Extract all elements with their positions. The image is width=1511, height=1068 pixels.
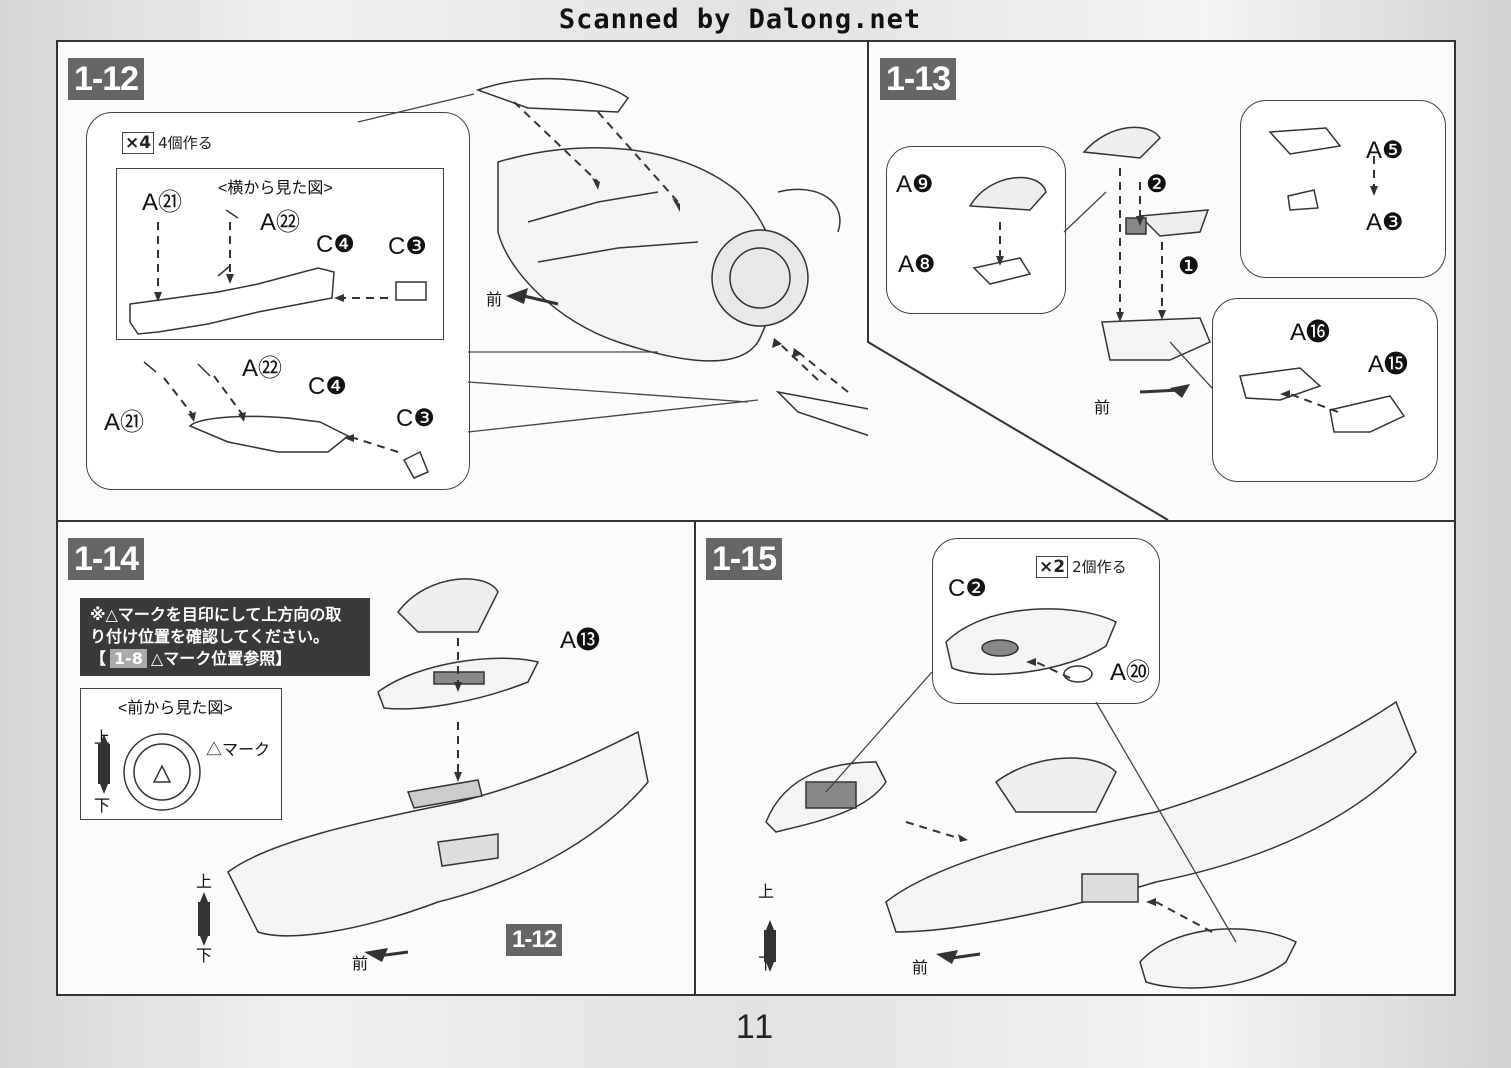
step-number: 1-13 xyxy=(880,58,957,100)
mark-label: △マーク xyxy=(206,742,271,759)
reference-step: 1-8 xyxy=(110,649,147,668)
part-label: A㉒ xyxy=(260,209,301,236)
front-direction: 前 xyxy=(912,960,929,977)
part-label: A⓭ xyxy=(560,627,601,654)
up-label: 上 xyxy=(758,884,775,901)
side-view-title: <横から見た図> xyxy=(218,180,333,197)
detail-bubble xyxy=(1212,298,1438,482)
step-1-13-drawing xyxy=(968,126,1406,433)
side-view-box xyxy=(116,168,444,340)
up-label: 上 xyxy=(196,874,213,891)
down-label: 下 xyxy=(196,948,213,965)
row-divider xyxy=(58,520,1454,522)
part-label: C❹ xyxy=(316,231,355,258)
step-number: 1-12 xyxy=(68,58,145,100)
part-label: A㉑ xyxy=(104,409,145,436)
part-label: C❷ xyxy=(948,575,987,602)
part-label: C❸ xyxy=(396,405,435,432)
part-label: C❸ xyxy=(388,233,427,260)
detail-bubble xyxy=(932,538,1160,704)
part-label: A⑳ xyxy=(1110,659,1151,686)
part-label: A❺ xyxy=(1366,137,1404,164)
note-line: り付け位置を確認してください。 xyxy=(90,627,330,646)
detail-bubble xyxy=(1240,100,1446,278)
note-line: ※△マークを目印にして上方向の取 xyxy=(90,605,342,624)
step-divider xyxy=(867,42,1169,521)
order-number: ❶ xyxy=(1178,253,1200,280)
step-1-13-panel: 1-13 A❾ A❽ A❺ A❸ A⓰ A⓯ ❷ ❶ 前 xyxy=(870,42,1454,520)
multiplier-badge: ×2 xyxy=(1036,556,1069,578)
step-1-15-drawing xyxy=(764,608,1417,989)
step-1-14-drawing xyxy=(98,578,649,962)
front-direction: 前 xyxy=(486,292,503,309)
down-label: 下 xyxy=(94,798,111,815)
reference-step-badge: 1-12 xyxy=(506,924,563,956)
step-number: 1-15 xyxy=(706,538,783,580)
column-divider xyxy=(694,522,696,994)
order-number: ❷ xyxy=(1146,171,1168,198)
caution-note: ※△マークを目印にして上方向の取 り付け位置を確認してください。 【1-8△マー… xyxy=(80,598,370,676)
part-label: A⓰ xyxy=(1290,319,1331,346)
step-number: 1-14 xyxy=(68,538,145,580)
part-label: A㉑ xyxy=(142,189,183,216)
front-direction: 前 xyxy=(352,956,369,973)
front-view-title: <前から見た図> xyxy=(118,700,233,717)
part-label: A㉒ xyxy=(242,355,283,382)
multiplier-text: 4個作る xyxy=(158,134,213,152)
front-direction: 前 xyxy=(1094,400,1111,417)
page-number: 11 xyxy=(735,1008,776,1046)
step-1-14-panel: 1-14 ※△マークを目印にして上方向の取 り付け位置を確認してください。 【1… xyxy=(58,522,694,994)
part-label: A⓯ xyxy=(1368,351,1409,378)
multiplier-badge: ×4 xyxy=(122,132,155,154)
detail-bubble xyxy=(886,146,1066,314)
part-label: A❸ xyxy=(1366,209,1404,236)
part-label: A❾ xyxy=(896,171,934,198)
note-reference: 【1-8△マーク位置参照】 xyxy=(90,649,292,668)
step-1-12-drawing xyxy=(129,77,868,479)
multiplier-text: 2個作る xyxy=(1072,558,1127,576)
part-label: A❽ xyxy=(898,251,936,278)
scan-credit: Scanned by Dalong.net xyxy=(558,4,922,35)
part-label: C❹ xyxy=(308,373,347,400)
front-view-box xyxy=(80,688,282,820)
